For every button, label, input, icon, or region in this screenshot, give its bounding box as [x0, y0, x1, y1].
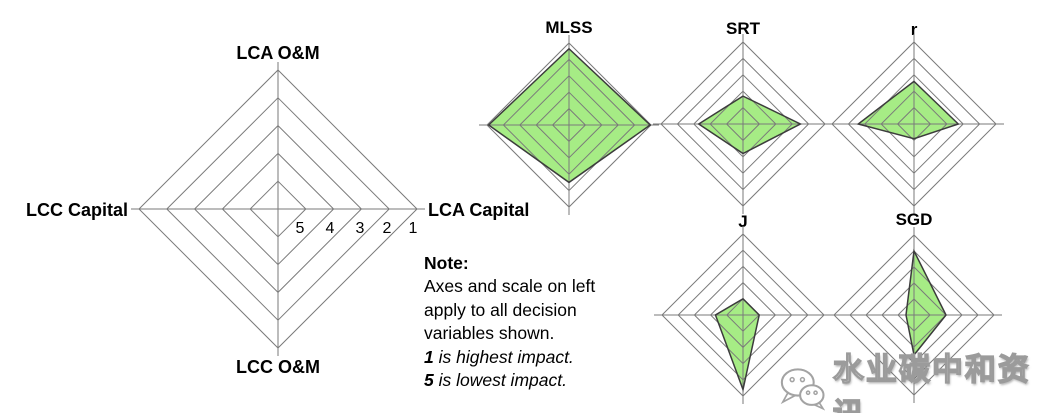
radar-chart-srt: [653, 34, 833, 214]
radar-chart-r: [824, 34, 1004, 214]
axis-label-lca-capital: LCA Capital: [428, 200, 530, 220]
chart-title-mlss: MLSS: [545, 18, 593, 37]
chart-title-sgd: SGD: [895, 210, 933, 229]
note-line-5: 5 is lowest impact.: [424, 370, 567, 391]
wechat-icon: [780, 368, 825, 411]
radar-chart-sgd: [826, 227, 1002, 403]
scale-tick-5: 5: [295, 220, 305, 237]
watermark: 水业碳中和资讯: [780, 344, 1049, 413]
note-heading: Note:: [424, 253, 469, 273]
scale-tick-1: 1: [408, 220, 418, 237]
note-line-4: 1 is highest impact.: [424, 346, 574, 367]
scale-tick-3: 3: [355, 220, 365, 237]
watermark-text: 水业碳中和资讯: [832, 351, 1031, 413]
chart-title-r: r: [910, 20, 918, 39]
axis-label-lcc-om: LCC O&M: [236, 357, 320, 377]
chart-title-j: J: [738, 212, 748, 231]
scale-tick-2: 2: [382, 220, 392, 237]
note-line-2: apply to all decision: [424, 299, 577, 320]
note-block: Note: Axes and scale on left apply to al…: [424, 252, 634, 392]
note-line-3: variables shown.: [424, 323, 555, 344]
note-line-1: Axes and scale on left: [424, 276, 596, 297]
axis-label-lcc-capital: LCC Capital: [25, 200, 128, 220]
scale-tick-4: 4: [325, 220, 335, 237]
radar-template-chart: [131, 62, 425, 356]
radar-chart-j: [654, 226, 832, 404]
chart-title-srt: SRT: [726, 19, 760, 38]
axis-label-lca-om: LCA O&M: [236, 43, 320, 63]
radar-chart-mlss: [479, 35, 659, 215]
